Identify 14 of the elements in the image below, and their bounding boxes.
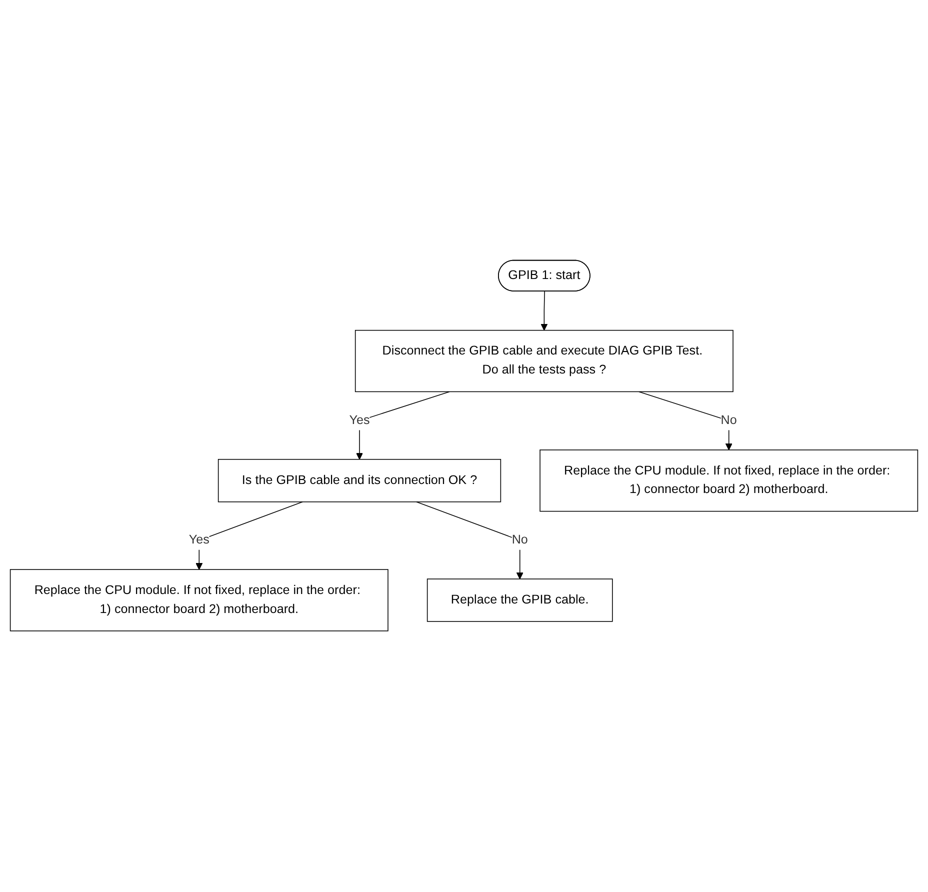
- edge-label: No: [720, 414, 737, 428]
- arrow: [638, 392, 732, 451]
- node-box: Replace the CPU module. If not fixed, replace in the order: 1) connector board 2) motherboard.: [540, 450, 918, 512]
- node-box: Replace the CPU module. If not fixed, replace in the order: 1) connector board 2) motherboard.: [10, 570, 388, 632]
- arrow: [540, 291, 548, 332]
- arrow: [356, 392, 450, 460]
- arrow: [416, 502, 524, 580]
- node-box: Is the GPIB cable and its connection OK ?: [218, 459, 502, 503]
- edge-label: Yes: [188, 534, 210, 548]
- node-box: Replace the GPIB cable.: [426, 578, 613, 622]
- edge-label: Yes: [349, 414, 370, 428]
- node-box: Disconnect the GPIB cable and execute DIAG GPIB Test. Do all the tests pass ?: [354, 330, 734, 392]
- edge-label: No: [512, 534, 528, 548]
- arrow: [196, 502, 303, 570]
